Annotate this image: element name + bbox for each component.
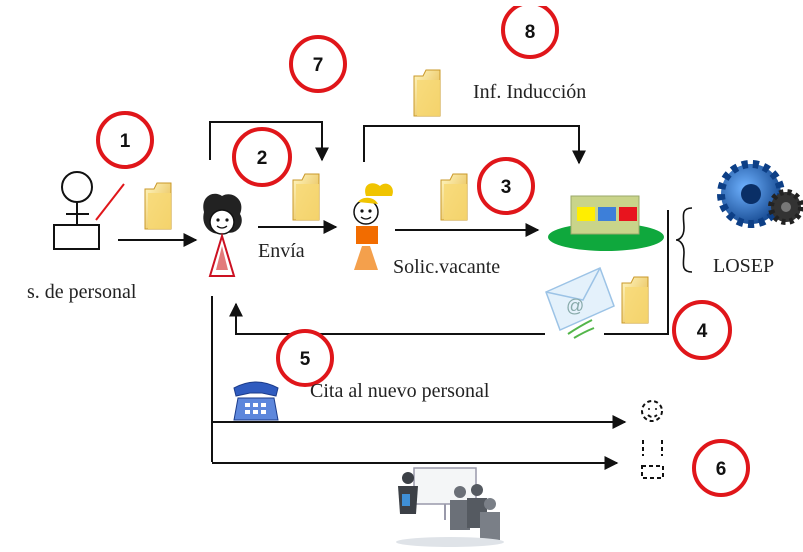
step-circles xyxy=(96,1,750,497)
folder-icon xyxy=(621,276,649,324)
step-4-circle xyxy=(672,300,732,360)
arrow-loop-7 xyxy=(209,121,329,162)
folder-icon xyxy=(292,173,320,221)
step-5-number: 5 xyxy=(300,349,311,370)
arrow-return-4 xyxy=(604,210,669,335)
gear-icon xyxy=(717,160,803,228)
label-envia: Envía xyxy=(258,240,305,262)
label-cita: Cita al nuevo personal xyxy=(310,380,490,402)
label-solicitud: Solic.vacante xyxy=(393,256,500,278)
step-2-number: 2 xyxy=(257,148,268,169)
step-numbers: 1 2 3 4 5 6 7 8 xyxy=(120,22,727,480)
new-person-icon xyxy=(641,400,664,479)
folder-icon xyxy=(144,182,172,230)
folder-icon xyxy=(413,69,441,117)
step-3-circle xyxy=(477,157,535,215)
step-4-number: 4 xyxy=(697,321,708,342)
step-1-circle xyxy=(96,111,154,169)
step-7-circle xyxy=(289,35,347,93)
person-icon xyxy=(53,171,100,250)
label-losep: LOSEP xyxy=(713,255,774,277)
connector-lines xyxy=(95,121,669,470)
step-8-number: 8 xyxy=(525,22,536,43)
label-induccion: Inf. Inducción xyxy=(473,81,586,103)
brace-icon xyxy=(675,207,693,273)
step-3-number: 3 xyxy=(501,177,512,198)
arrow-induccion-8 xyxy=(363,125,586,165)
girl-icon xyxy=(353,183,393,270)
svg-text:@: @ xyxy=(566,296,584,316)
step-5-circle xyxy=(276,329,334,387)
meeting-icon xyxy=(396,467,504,547)
step-6-number: 6 xyxy=(716,459,727,480)
telephone-icon xyxy=(233,381,279,421)
step-2-circle xyxy=(232,127,292,187)
connector-red xyxy=(95,183,125,221)
arrow-return-4b xyxy=(229,302,545,335)
step-1-number: 1 xyxy=(120,131,131,152)
label-personal: s. de personal xyxy=(27,281,137,303)
step-6-circle xyxy=(692,439,750,497)
email-icon: @ xyxy=(545,266,615,339)
folder-icon xyxy=(440,173,468,221)
system-platform-icon xyxy=(548,195,664,251)
step-7-number: 7 xyxy=(313,55,324,76)
woman-icon xyxy=(203,193,242,277)
